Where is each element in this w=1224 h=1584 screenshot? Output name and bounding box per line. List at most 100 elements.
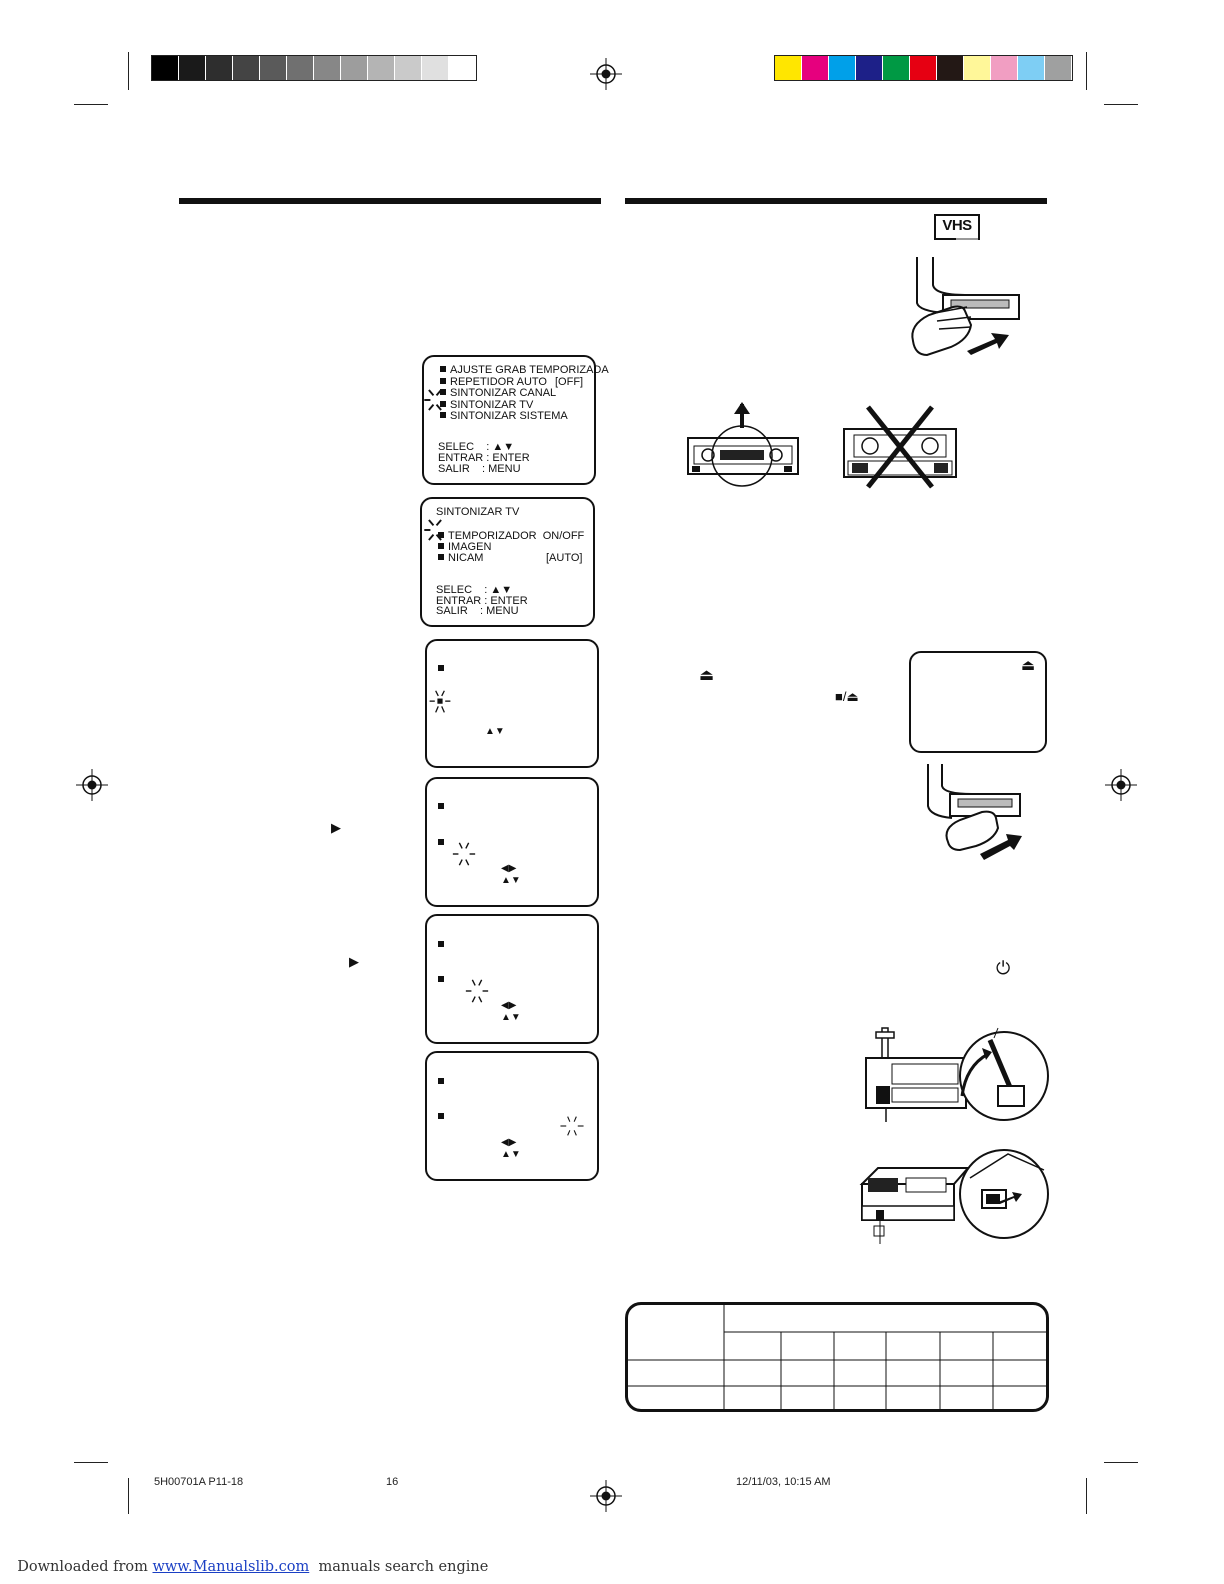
color-calibration-bar [774, 55, 1073, 81]
download-notice: Downloaded from www.Manualslib.com manua… [8, 1543, 488, 1575]
updown-arrows: ▲▼ [501, 875, 521, 886]
color-swatch [1018, 56, 1045, 80]
crop-mark [1086, 52, 1087, 90]
menu-item: NICAM [438, 552, 483, 565]
gray-swatch [179, 56, 206, 80]
menu-bullet [438, 1113, 444, 1119]
menu-bullet [438, 976, 444, 982]
menu-item-selected: TEMPORIZADOR ON/OFF [438, 530, 584, 543]
manualslib-link[interactable]: www.Manualslib.com [152, 1559, 310, 1575]
gray-swatch [314, 56, 341, 80]
play-arrow-icon: ▶ [331, 820, 341, 835]
table-grid [628, 1305, 1046, 1409]
updown-arrows: ▲▼ [485, 726, 505, 737]
color-swatch [991, 56, 1018, 80]
gray-swatch [422, 56, 449, 80]
help-line: SALIR : MENU [438, 463, 521, 475]
color-swatch [964, 56, 991, 80]
leftright-arrows: ◀▶ [501, 1000, 517, 1011]
menu-item: REPETIDOR AUTO [440, 376, 547, 389]
osd-screen-6: ◀▶ ▲▼ [425, 1051, 599, 1181]
menu-bullet [438, 1078, 444, 1084]
help-line: ENTRAR : ENTER [436, 595, 528, 607]
osd-menu-main: AJUSTE GRAB TEMPORIZADA REPETIDOR AUTO [… [422, 355, 609, 485]
menu-item-value: [OFF] [555, 376, 584, 388]
help-line: ENTRAR : ENTER [438, 452, 530, 464]
vhs-logo: VHS [934, 214, 980, 240]
gray-swatch [449, 56, 476, 80]
color-swatch [910, 56, 937, 80]
osd-eject-screen: ⏏ [909, 651, 1047, 753]
osd-screen-3: ▲▼ [425, 639, 599, 768]
crop-mark [74, 1462, 108, 1463]
stop-eject-icon: ■/⏏ [835, 689, 859, 704]
menu-item-value: [AUTO] [546, 552, 583, 564]
color-swatch [883, 56, 910, 80]
footer-file-code: 5H00701A P11-18 [154, 1476, 244, 1488]
download-prefix: Downloaded from [17, 1559, 153, 1575]
color-swatch [937, 56, 964, 80]
grayscale-calibration-bar [151, 55, 477, 81]
updown-arrows: ▲▼ [501, 1149, 521, 1160]
help-line: SALIR : MENU [436, 605, 519, 617]
eject-cassette-illustration [927, 764, 1022, 860]
insert-cassette-illustration [911, 257, 1020, 357]
menu-bullet [438, 803, 444, 809]
menu-item: SINTONIZAR CANAL [440, 387, 556, 400]
left-section-rule [179, 198, 601, 204]
blinking-cursor-icon [452, 842, 476, 866]
crop-mark [128, 52, 129, 90]
recording-time-table [625, 1302, 1049, 1412]
footer-date: 12/11/03, 10:15 AM [736, 1476, 831, 1488]
crop-mark [1104, 104, 1138, 105]
registration-target-icon [1105, 769, 1137, 801]
menu-item-selected: SINTONIZAR TV [440, 399, 533, 412]
leftright-arrows: ◀▶ [501, 863, 517, 874]
osd-screen-4: ◀▶ ▲▼ [425, 777, 599, 907]
gray-swatch [368, 56, 395, 80]
cassette-wrong-orientation-illustration [843, 405, 957, 489]
color-swatch [802, 56, 829, 80]
menu-bullet [438, 839, 444, 845]
updown-arrows: ▲▼ [501, 1012, 521, 1023]
gray-swatch [341, 56, 368, 80]
help-line: SELEC : ▲▼ [438, 441, 515, 453]
crop-mark [74, 104, 108, 105]
osd-screen-5: ◀▶ ▲▼ [425, 914, 599, 1044]
gray-swatch [152, 56, 179, 80]
color-swatch [1045, 56, 1072, 80]
blinking-cursor-icon [560, 1116, 584, 1136]
menu-bullet [438, 665, 444, 671]
gray-swatch [287, 56, 314, 80]
menu-item: AJUSTE GRAB TEMPORIZADA [440, 364, 609, 377]
vhs-logo-subtext [956, 238, 978, 240]
registration-target-icon [590, 1480, 622, 1512]
crop-mark [128, 1478, 129, 1514]
break-safety-tab-illustration [865, 1027, 1049, 1122]
cover-safety-hole-illustration [859, 1149, 1049, 1244]
blinking-cursor-icon [429, 690, 451, 713]
play-arrow-icon: ▶ [349, 954, 359, 969]
leftright-arrows: ◀▶ [501, 1137, 517, 1148]
vhs-logo-text: VHS [942, 217, 972, 234]
download-suffix: manuals search engine [309, 1559, 489, 1575]
crop-mark [1104, 1462, 1138, 1463]
cassette-correct-orientation-illustration [687, 402, 799, 487]
crop-mark [1086, 1478, 1087, 1514]
eject-indicator-icon: ⏏ [1021, 657, 1036, 674]
gray-swatch [233, 56, 260, 80]
gray-swatch [395, 56, 422, 80]
blinking-cursor-icon [424, 519, 442, 541]
color-swatch [775, 56, 802, 80]
menu-title: SINTONIZAR TV [436, 506, 520, 518]
menu-item: SINTONIZAR SISTEMA [440, 410, 568, 423]
menu-item: IMAGEN [438, 541, 491, 554]
gray-swatch [206, 56, 233, 80]
color-swatch [829, 56, 856, 80]
gray-swatch [260, 56, 287, 80]
osd-menu-sintonizar-tv: SINTONIZAR TV TEMPORIZADOR ON/OFF IMAGEN… [420, 497, 595, 627]
menu-bullet [438, 941, 444, 947]
blinking-cursor-icon [424, 389, 442, 411]
right-section-rule [625, 198, 1047, 204]
power-icon: ⏻ [996, 958, 1011, 978]
